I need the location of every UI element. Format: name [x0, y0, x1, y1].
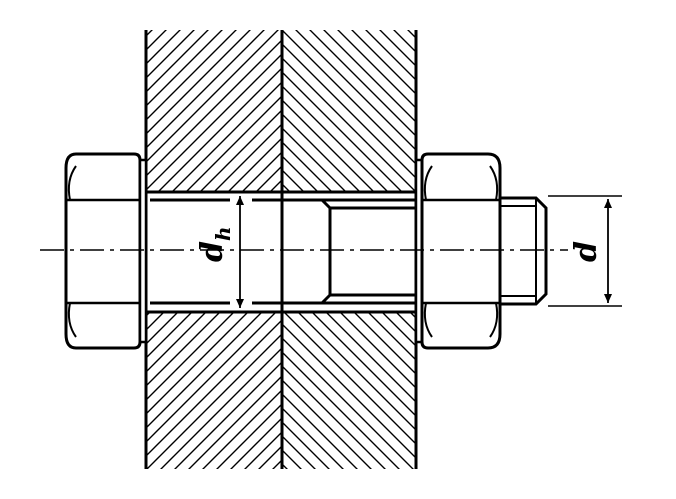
bolt-head [64, 152, 148, 350]
bolt-shank [150, 198, 416, 305]
hex-nut [420, 152, 502, 350]
hole-diameter-main: d [195, 241, 230, 262]
bolt-end [498, 196, 548, 306]
hole-edges [146, 190, 416, 314]
plate-left [144, 30, 282, 469]
hole-diameter-sub: h [211, 226, 235, 241]
hole-diameter-label: dh [195, 226, 235, 262]
bolt-diameter-label: d [569, 241, 604, 262]
dimension-bolt: d [548, 195, 622, 307]
dimension-hole: dh [195, 196, 244, 308]
